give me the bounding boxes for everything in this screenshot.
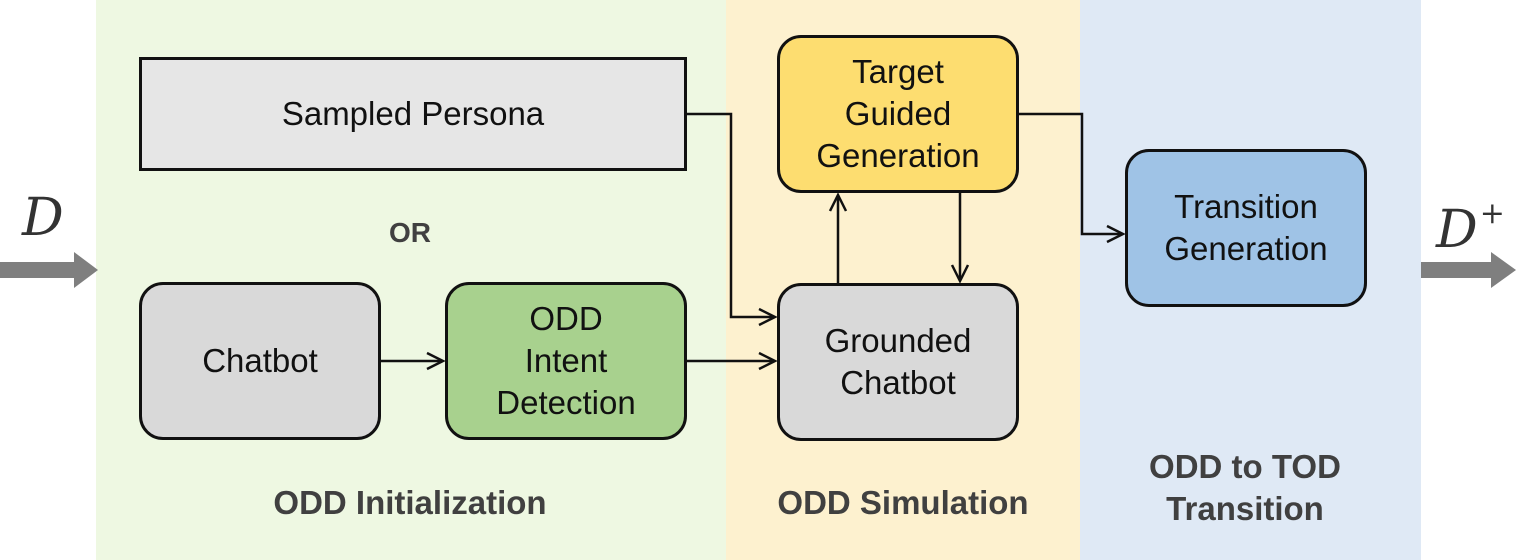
output-dataset-symbol: D+: [1436, 196, 1505, 260]
output-superscript: +: [1479, 196, 1505, 231]
edge-persona-to-grounded: [687, 112, 775, 317]
odd-intent-detection-node: ODD Intent Detection: [445, 282, 687, 440]
input-symbol-text: D: [22, 188, 64, 248]
input-dataset-symbol: D: [22, 188, 64, 248]
stage-label-transition: ODD to TOD Transition: [1149, 448, 1341, 527]
transition-generation-node: Transition Generation: [1125, 149, 1367, 307]
edge-target-to-transition: [1019, 112, 1123, 234]
or-label: OR: [389, 217, 431, 248]
output-arrow: [1421, 252, 1516, 288]
output-symbol-text: D: [1436, 200, 1478, 260]
grounded-chatbot-node: Grounded Chatbot: [777, 283, 1019, 441]
target-guided-generation-node: Target Guided Generation: [777, 35, 1019, 193]
input-arrow: [0, 252, 98, 288]
chatbot-node: Chatbot: [139, 282, 381, 440]
stage-label-initialization: ODD Initialization: [273, 484, 547, 521]
stage-label-simulation: ODD Simulation: [777, 484, 1029, 521]
sampled-persona-node: Sampled Persona: [139, 57, 687, 171]
